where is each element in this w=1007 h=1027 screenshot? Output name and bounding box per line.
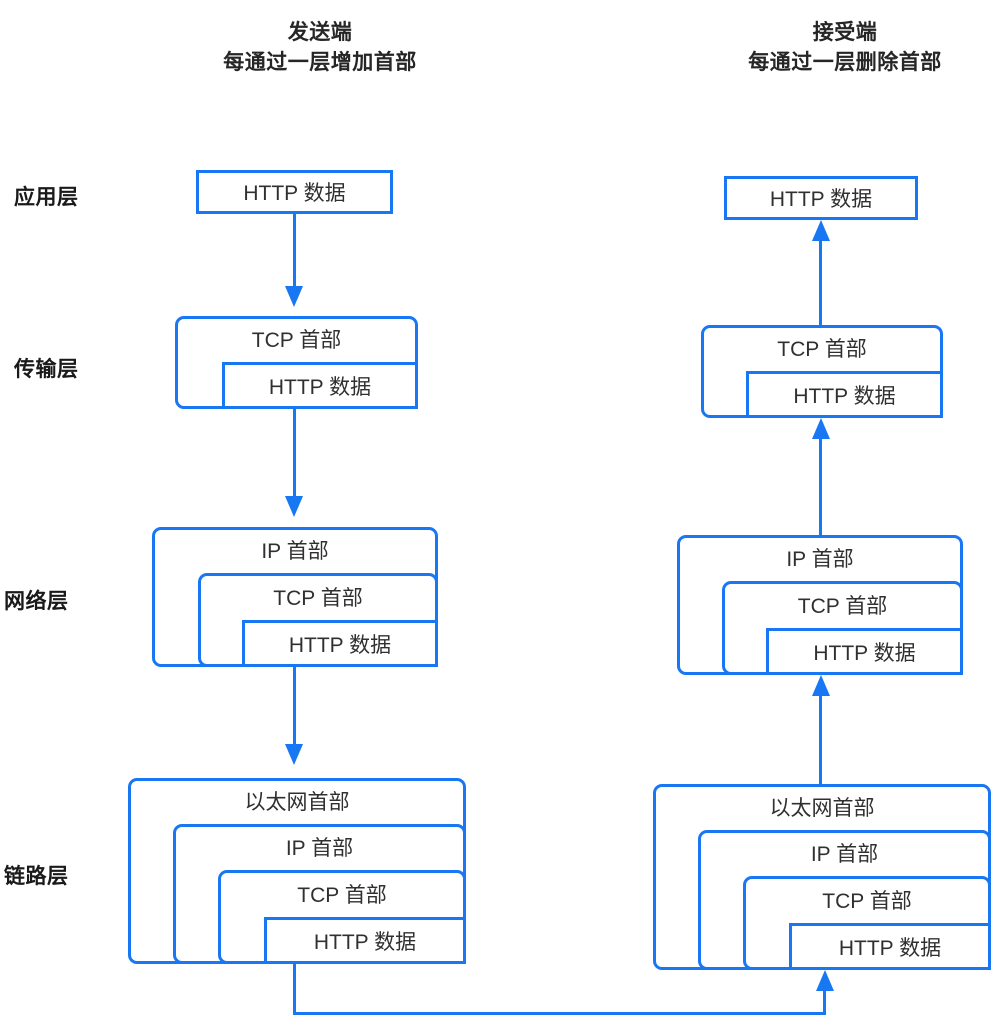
sender-transport-inner-box [222,362,418,409]
bottom-link-horizontal-segment [293,1012,826,1015]
sender-app-http-label: HTTP 数据 [243,182,346,205]
sender-network-http-label: HTTP 数据 [288,633,392,657]
sender-link-http-box [264,917,466,964]
receiver-network-http-label: HTTP 数据 [813,641,916,665]
receiver-transport-tcp-label: TCP 首部 [777,338,867,361]
sender-connector-app-transport [293,214,296,286]
sender-connector-transport-network [293,409,296,496]
receiver-title: 接受端 每通过一层删除首部 [748,21,942,74]
sender-connector-network-link [293,667,296,744]
sender-link-ethernet-label: 以太网首部 [244,791,350,814]
sender-app-http-box [196,170,393,214]
layer-label-link: 链路层 [4,865,69,888]
receiver-app-http-box [724,176,918,220]
receiver-link-ip-label: IP 首部 [810,843,879,866]
bottom-link-arrow [816,970,834,991]
receiver-app-http-label: HTTP 数据 [769,188,873,211]
receiver-connector-network-transport [819,439,822,535]
sender-arrow-app-transport [285,286,303,307]
sender-link-tcp-label: TCP 首部 [297,883,387,907]
sender-title: 发送端 每通过一层增加首部 [223,21,417,74]
receiver-network-ip-label: IP 首部 [786,548,854,571]
receiver-transport-http-label: HTTP 数据 [793,384,896,408]
receiver-transport-inner-box [746,371,943,418]
sender-network-inner-box [242,620,438,667]
receiver-arrow-transport-app [812,220,830,241]
receiver-link-tcp-label: TCP 首部 [822,889,912,913]
receiver-arrow-link-network [812,675,830,696]
receiver-link-http-label: HTTP 数据 [838,936,942,960]
sender-arrow-transport-network [285,496,303,517]
layer-label-application: 应用层 [14,186,79,209]
sender-link-http-label: HTTP 数据 [313,930,417,954]
receiver-connector-link-network [819,696,822,784]
bottom-link-left-segment [293,964,296,1015]
sender-transport-tcp-label: TCP 首部 [251,329,342,352]
layer-label-network: 网络层 [4,590,69,613]
sender-link-ip-label: IP 首部 [285,837,354,860]
receiver-network-inner-box [766,628,963,675]
receiver-network-tcp-label: TCP 首部 [797,594,888,618]
sender-arrow-network-link [285,744,303,765]
bottom-link-right-segment [823,991,826,1015]
receiver-connector-transport-app [819,241,822,325]
receiver-link-ethernet-label: 以太网首部 [769,797,875,820]
receiver-link-http-box [789,923,991,970]
layer-label-transport: 传输层 [14,358,79,381]
sender-network-ip-label: IP 首部 [261,540,329,563]
sender-network-tcp-label: TCP 首部 [273,586,363,610]
sender-transport-http-label: HTTP 数据 [268,375,372,399]
receiver-arrow-network-transport [812,418,830,439]
